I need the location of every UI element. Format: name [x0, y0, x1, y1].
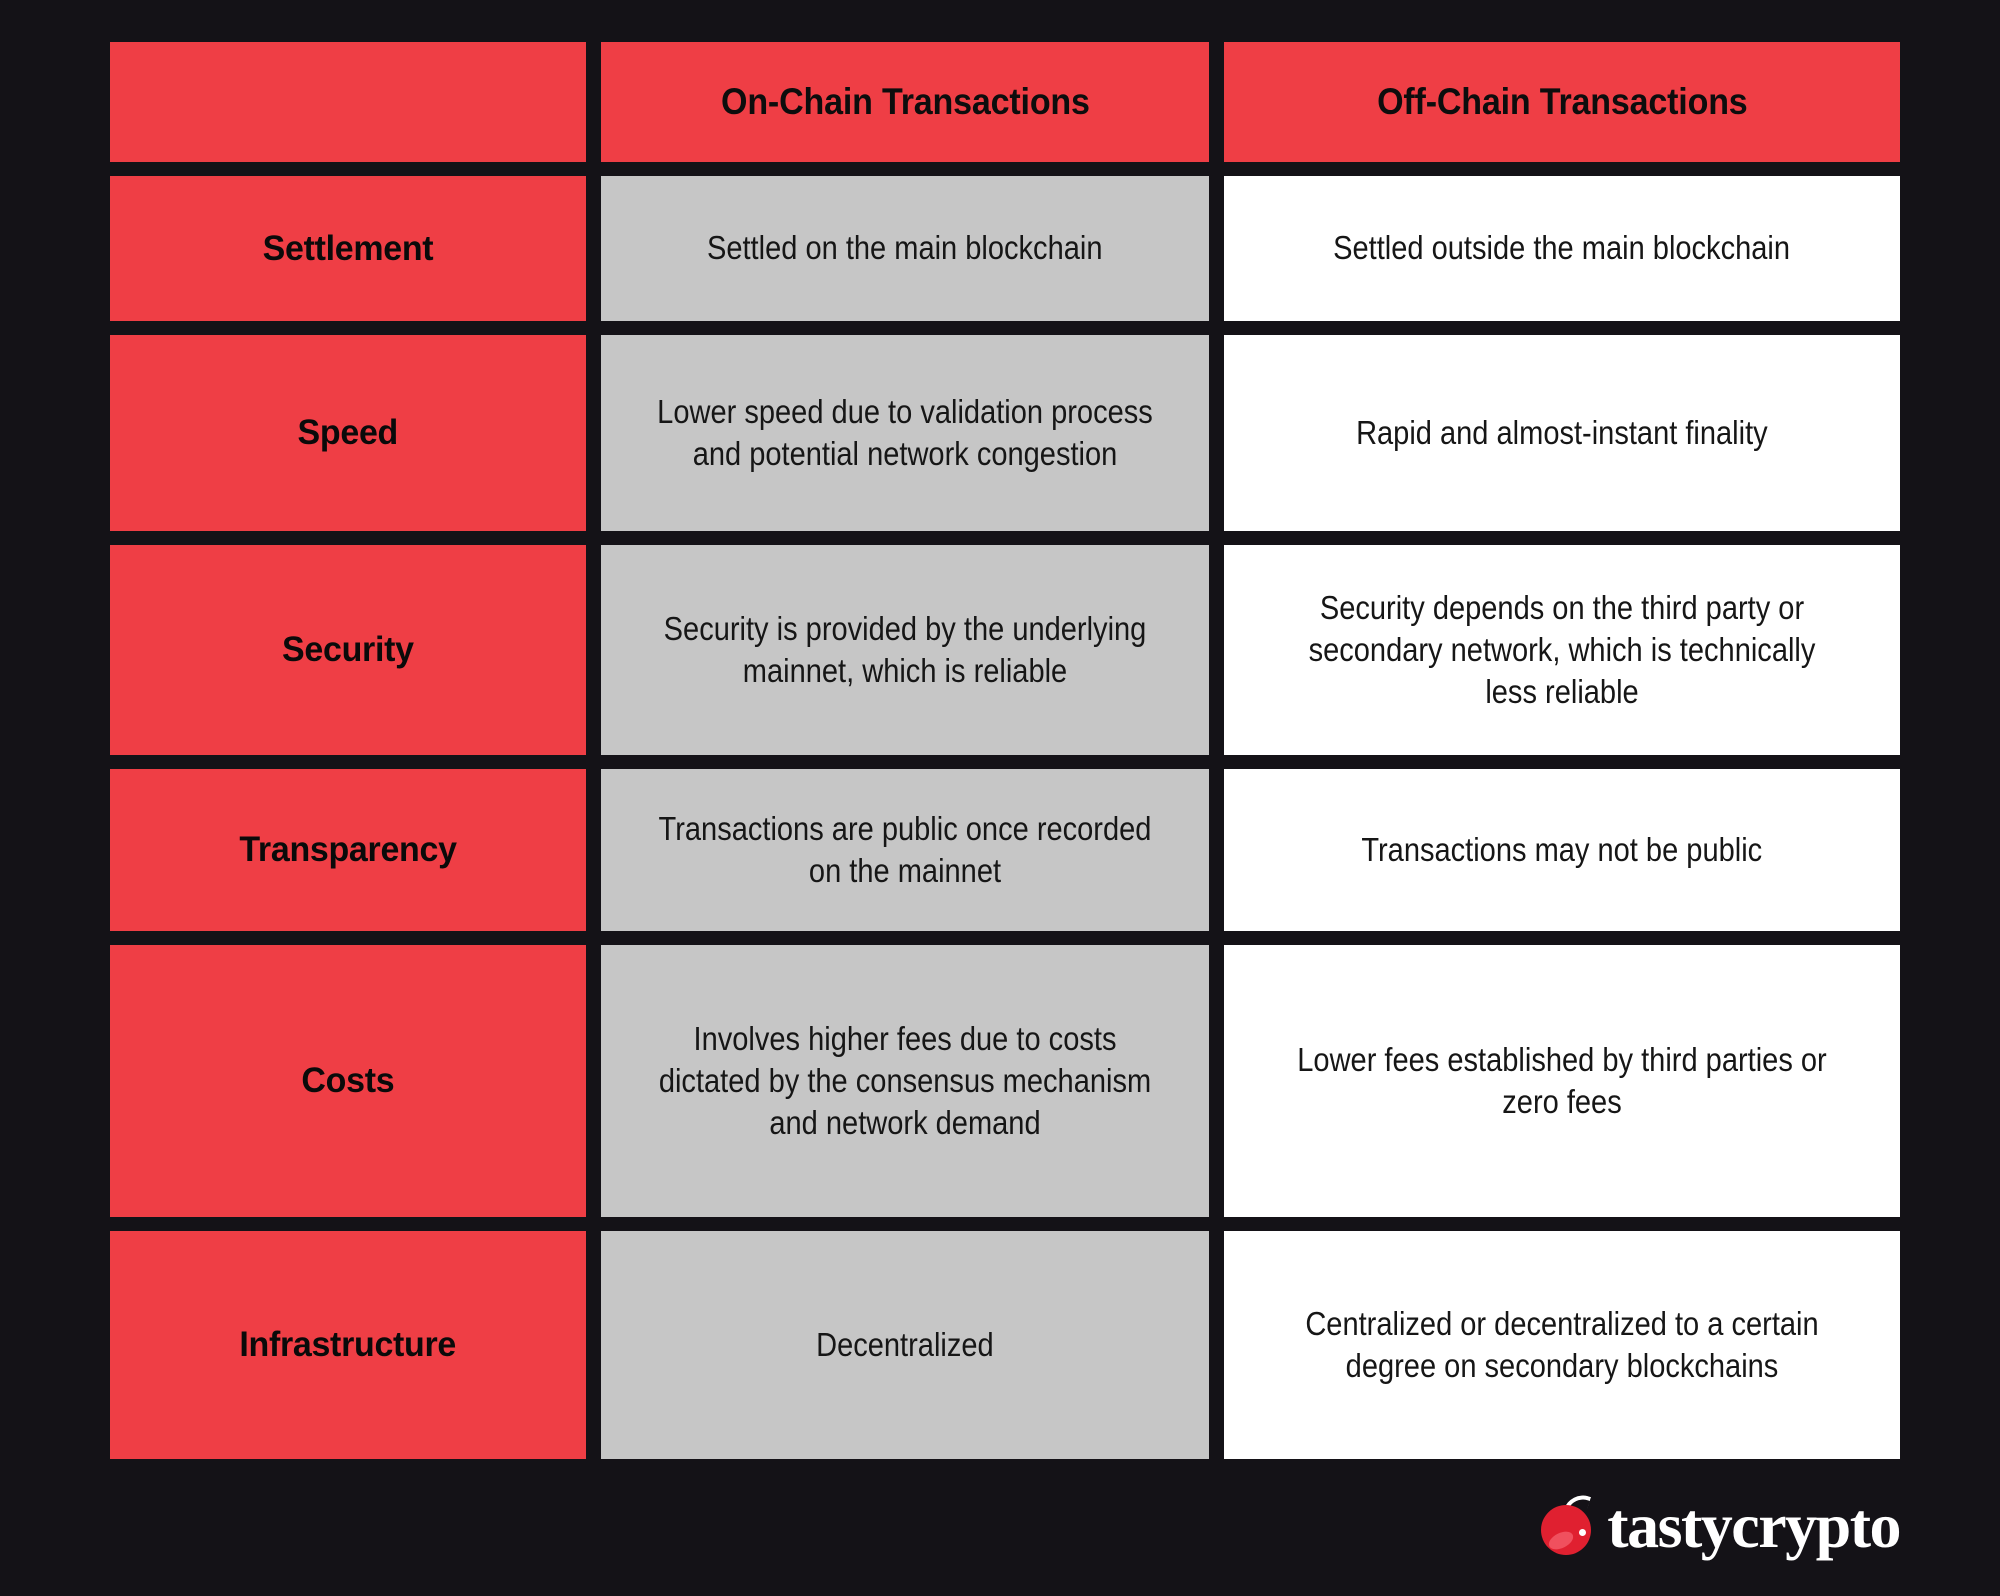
cell-text-transparency-off-chain: Transactions may not be public [1361, 830, 1763, 868]
table-row: Settlement Settled on the main blockchai… [110, 176, 1900, 321]
brand-logo: tastycrypto [1537, 1490, 1901, 1561]
cell-text-settlement-on-chain: Settled on the main blockchain [707, 229, 1103, 267]
cell-text-costs-off-chain: Lower fees established by third parties … [1297, 1040, 1827, 1120]
row-label-transparency: Transparency [239, 830, 457, 869]
row-cell-on-chain: Transactions are public once recorded on… [601, 769, 1209, 931]
header-cell-on-chain: On-Chain Transactions [601, 42, 1209, 162]
row-cell-on-chain: Security is provided by the underlying m… [601, 545, 1209, 755]
row-cell-off-chain: Security depends on the third party or s… [1224, 545, 1900, 755]
cell-text-security-on-chain: Security is provided by the underlying m… [663, 609, 1147, 689]
cell-text-security-off-chain: Security depends on the third party or s… [1308, 588, 1816, 711]
cell-text-settlement-off-chain: Settled outside the main blockchain [1333, 229, 1791, 267]
cherry-dot [1579, 1529, 1587, 1536]
row-cell-off-chain: Lower fees established by third parties … [1224, 945, 1900, 1217]
row-label-cell: Transparency [110, 769, 586, 931]
row-label-cell: Security [110, 545, 586, 755]
table-row: Speed Lower speed due to validation proc… [110, 335, 1900, 531]
row-label-settlement: Settlement [262, 228, 434, 268]
row-label-cell: Speed [110, 335, 586, 531]
header-cell-empty [110, 42, 586, 162]
cell-text-infrastructure-off-chain: Centralized or decentralized to a certai… [1305, 1304, 1819, 1384]
header-label-off-chain: Off-Chain Transactions [1376, 81, 1748, 122]
cherry-icon [1537, 1490, 1599, 1557]
row-cell-on-chain: Settled on the main blockchain [601, 176, 1209, 321]
table-header-row: On-Chain Transactions Off-Chain Transact… [110, 42, 1900, 162]
cell-text-infrastructure-on-chain: Decentralized [816, 1325, 994, 1363]
row-label-speed: Speed [297, 413, 399, 452]
cell-text-speed-off-chain: Rapid and almost-instant finality [1356, 413, 1768, 451]
cell-text-costs-on-chain: Involves higher fees due to costs dictat… [658, 1019, 1152, 1142]
table-row: Costs Involves higher fees due to costs … [110, 945, 1900, 1217]
header-cell-off-chain: Off-Chain Transactions [1224, 42, 1900, 162]
row-cell-on-chain: Involves higher fees due to costs dictat… [601, 945, 1209, 1217]
row-label-cell: Costs [110, 945, 586, 1217]
row-label-infrastructure: Infrastructure [239, 1325, 457, 1364]
header-label-on-chain: On-Chain Transactions [720, 81, 1090, 122]
table-row: Security Security is provided by the und… [110, 545, 1900, 755]
table-row: Transparency Transactions are public onc… [110, 769, 1900, 931]
row-label-cell: Settlement [110, 176, 586, 321]
comparison-table: On-Chain Transactions Off-Chain Transact… [110, 42, 1900, 1459]
cell-text-speed-on-chain: Lower speed due to validation process an… [657, 392, 1153, 472]
row-cell-on-chain: Lower speed due to validation process an… [601, 335, 1209, 531]
row-cell-off-chain: Rapid and almost-instant finality [1224, 335, 1900, 531]
row-cell-off-chain: Centralized or decentralized to a certai… [1224, 1231, 1900, 1459]
row-cell-off-chain: Transactions may not be public [1224, 769, 1900, 931]
row-label-cell: Infrastructure [110, 1231, 586, 1459]
row-label-costs: Costs [301, 1061, 395, 1100]
cell-text-transparency-on-chain: Transactions are public once recorded on… [658, 809, 1152, 889]
table-row: Infrastructure Decentralized Centralized… [110, 1231, 1900, 1459]
row-label-security: Security [282, 630, 414, 669]
brand-name: tastycrypto [1607, 1490, 1901, 1561]
row-cell-off-chain: Settled outside the main blockchain [1224, 176, 1900, 321]
row-cell-on-chain: Decentralized [601, 1231, 1209, 1459]
